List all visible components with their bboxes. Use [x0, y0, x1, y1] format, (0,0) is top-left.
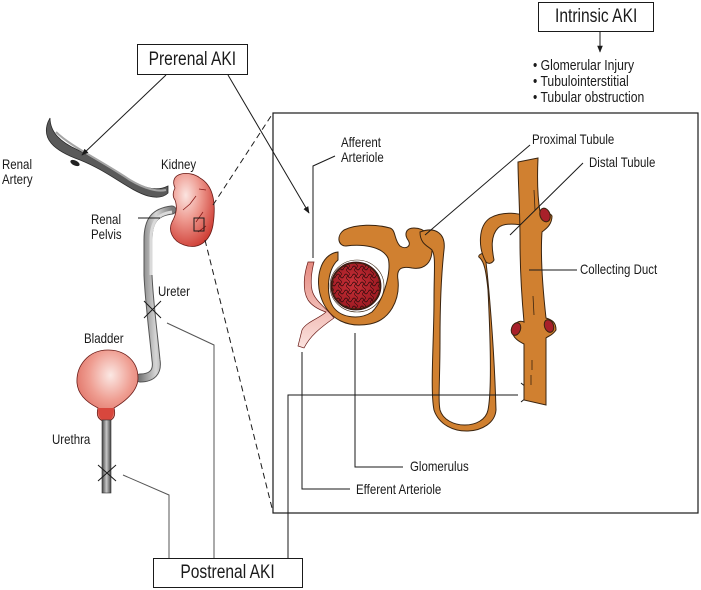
postrenal-aki-label: Postrenal AKI: [180, 562, 276, 583]
bladder-label: Bladder: [84, 330, 124, 346]
leader-lines: [81, 30, 603, 560]
prerenal-aki-label: Prerenal AKI: [148, 49, 237, 70]
urethra: [101, 419, 112, 494]
kidney-label: Kidney: [161, 156, 197, 172]
ureter-label: Ureter: [158, 283, 190, 299]
renal-artery: [46, 117, 169, 198]
collecting-duct-label: Collecting Duct: [580, 261, 658, 277]
glomerulus-label: Glomerulus: [410, 458, 469, 474]
intrinsic-aki-label: Intrinsic AKI: [554, 6, 638, 27]
distal-tubule-label: Distal Tubule: [589, 154, 656, 170]
postrenal-aki-box: Postrenal AKI: [153, 558, 303, 588]
cause-item: • Tubulointerstitial: [533, 74, 629, 90]
efferent-arteriole-label: Efferent Arteriole: [356, 481, 442, 497]
zoom-guide-lines: [204, 112, 274, 509]
nephron: [297, 157, 557, 432]
prerenal-aki-box: Prerenal AKI: [137, 44, 248, 75]
ureter-obstruction-mark: [143, 300, 162, 319]
cause-item: • Tubular obstruction: [533, 90, 645, 106]
kidney-zoom-region: [193, 217, 205, 232]
bladder: [76, 349, 139, 423]
intrinsic-causes-list: • Glomerular Injury • Tubulointerstitial…: [533, 58, 644, 106]
proximal-tubule-label: Proximal Tubule: [532, 131, 615, 147]
kidney: [170, 173, 215, 247]
urethra-label: Urethra: [52, 431, 91, 447]
urethra-obstruction-mark: [97, 464, 117, 482]
intrinsic-aki-box: Intrinsic AKI: [538, 2, 654, 32]
cause-item: • Glomerular Injury: [533, 58, 635, 74]
nephron-inset-box: [272, 112, 699, 514]
